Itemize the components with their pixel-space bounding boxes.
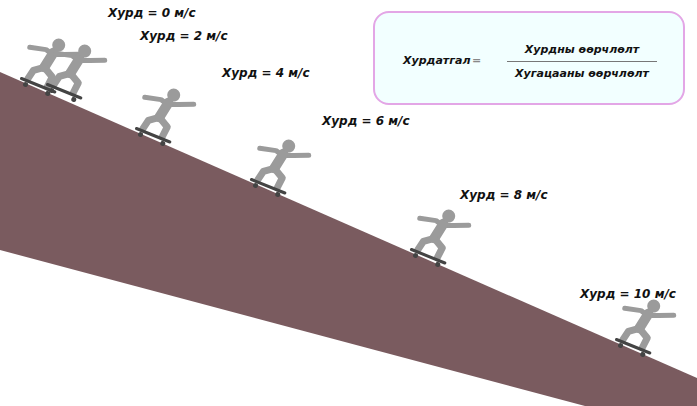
skater (130, 79, 196, 151)
formula-text: Хугацааны өөрчлөлт (515, 67, 649, 80)
skater (41, 35, 107, 107)
speed-label: Хурд = 2 м/с (140, 29, 228, 43)
skater (405, 200, 471, 272)
formula-text: Хурдны өөрчлөлт (525, 43, 639, 56)
speed-label: Хурд = 6 м/с (322, 114, 410, 128)
equals-sign: = (472, 54, 481, 67)
fraction-bar (507, 61, 657, 62)
speed-label: Хурд = 8 м/с (460, 188, 548, 202)
slope (0, 72, 697, 406)
formula-box: Хурдатгал= Хурдны өөрчлөлтХугацааны өөрчл… (373, 11, 685, 105)
skater (610, 290, 676, 362)
formula-text: Хурдатгал (403, 54, 470, 67)
speed-label: Хурд = 4 м/с (222, 66, 310, 80)
skater (245, 130, 311, 202)
speed-label: Хурд = 10 м/с (580, 287, 676, 301)
speed-label: Хурд = 0 м/с (108, 6, 196, 20)
